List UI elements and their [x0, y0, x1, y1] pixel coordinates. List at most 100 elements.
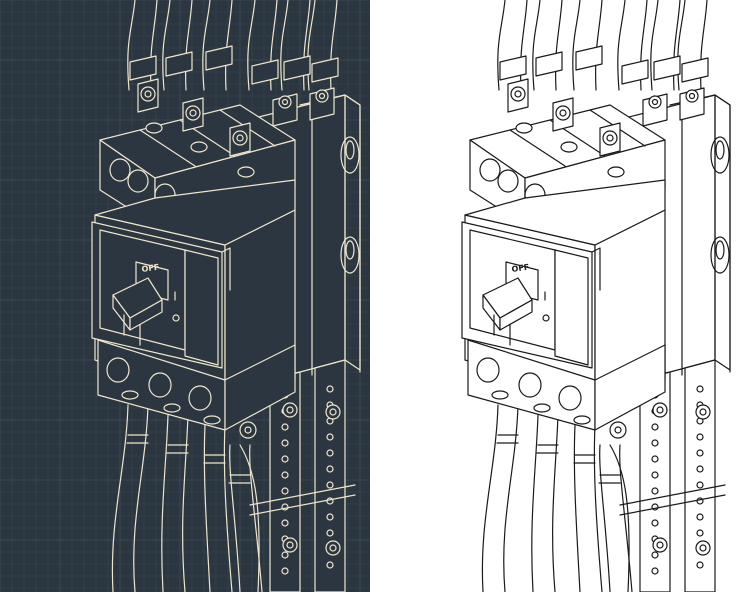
toggle-lever-front	[499, 299, 533, 331]
cable-collar-3	[251, 59, 279, 85]
top-cable-line-4b	[673, 0, 681, 91]
rail-hole	[651, 503, 659, 511]
terminal-bolt-core-1	[189, 109, 197, 117]
cover-clip	[221, 247, 231, 291]
cable-collar-3	[621, 59, 649, 85]
rear-bolt-0	[278, 95, 292, 109]
top-cable-line-0b	[520, 0, 528, 91]
rail-hole	[281, 503, 289, 511]
terminal-bolt-core-0	[144, 90, 152, 98]
rail-hole	[651, 471, 659, 479]
bottom-cable-sleeve-2	[573, 454, 596, 464]
terminal-washer-0	[515, 122, 533, 134]
bottom-bolt-core	[614, 426, 622, 434]
rail-screw-core-2	[699, 408, 707, 416]
blueprint-breaker: OFF	[91, 0, 361, 592]
cable-collar-5	[311, 57, 339, 83]
bottom-cable-line-2b	[223, 424, 233, 592]
terminal-hole-1	[497, 169, 519, 193]
bottom-cable-entry-0	[121, 390, 139, 400]
rear-breaker-hole-mid	[710, 236, 730, 274]
cover-clip	[591, 247, 601, 291]
rail-screw-core-1	[286, 541, 294, 549]
rail-screw-2	[695, 404, 711, 420]
top-cable-line-3	[247, 0, 256, 91]
top-cable-line-3	[617, 0, 626, 91]
terminal-bolt-2	[602, 130, 618, 146]
bottom-cable-line-0	[111, 404, 129, 592]
top-cable-line-4	[280, 0, 289, 91]
rail-hole	[326, 465, 334, 473]
top-cable-line-1b	[555, 0, 563, 91]
rear-bolt-core-1	[318, 92, 326, 100]
bottom-cable-line-2	[203, 424, 211, 592]
bottom-cable-sleeve-2	[203, 454, 226, 464]
rail-hole	[326, 433, 334, 441]
terminal-hole-0	[109, 158, 131, 182]
rear-breaker-hole-top-inner	[715, 140, 725, 160]
bottom-cable-entry-2	[203, 415, 221, 425]
off-label: OFF	[141, 263, 160, 274]
rail-hole	[281, 439, 289, 447]
bottom-cable-sleeve-1	[166, 444, 189, 454]
bottom-cable-extra	[239, 444, 260, 592]
din-rail-right	[684, 359, 716, 592]
cable-collar-2	[205, 45, 233, 71]
terminal-bolt-0	[140, 86, 156, 102]
rail-hole	[326, 529, 334, 537]
top-cable-line-4	[650, 0, 659, 91]
top-cable-line-1b	[185, 0, 193, 91]
terminal-bolt-1	[555, 105, 571, 121]
bottom-cable-entry-1	[533, 403, 551, 413]
terminal-bolt-0	[510, 86, 526, 102]
bottom-cable-line-0	[481, 404, 499, 592]
rail-hole	[326, 561, 334, 569]
rail-screw-core-3	[699, 544, 707, 552]
rail-hole	[281, 551, 289, 559]
rail-hole	[696, 433, 704, 441]
rail-screw-3	[325, 540, 341, 556]
rail-screw-3	[695, 540, 711, 556]
bottom-terminal-hole-2	[188, 385, 212, 411]
terminal-washer-1	[190, 141, 208, 153]
rail-hole	[281, 471, 289, 479]
rear-breaker-hole-top	[340, 136, 360, 174]
rail-hole	[651, 487, 659, 495]
terminal-washer-2	[237, 166, 255, 178]
bottom-cable-line-2b	[593, 424, 603, 592]
rail-hole	[326, 497, 334, 505]
bottom-cable-sleeve-0	[496, 434, 519, 444]
sketch-breaker-drawing: OFF	[461, 0, 731, 592]
rail-screw-core-2	[329, 408, 337, 416]
bottom-cable-entry-0	[491, 390, 509, 400]
bottom-cable-line-3b	[619, 444, 633, 592]
bottom-terminal-hole-1	[518, 372, 542, 398]
sketch-breaker: OFF	[461, 0, 731, 592]
bottom-bolt	[239, 421, 257, 439]
bottom-cable-sleeve-0	[126, 434, 149, 444]
rail-hole	[651, 519, 659, 527]
rail-screw-core-3	[329, 544, 337, 552]
top-cable-line-5	[307, 0, 316, 91]
bottom-cable-line-1	[161, 414, 169, 592]
top-cable-line-2	[572, 0, 581, 91]
rail-hole	[281, 423, 289, 431]
rail-hole	[651, 439, 659, 447]
rail-hole	[651, 455, 659, 463]
rail-hole	[696, 497, 704, 505]
bottom-cable-line-3	[599, 444, 611, 592]
bottom-cable-line-3	[229, 444, 241, 592]
rear-breaker-hole-mid-inner	[345, 240, 355, 260]
cable-collar-4	[283, 55, 311, 81]
rail-hole	[281, 487, 289, 495]
bottom-terminal-hole-2	[558, 385, 582, 411]
bottom-cable-sleeve-3	[598, 474, 621, 484]
rail-hole	[696, 561, 704, 569]
rail-hole	[281, 567, 289, 575]
rail-hole	[696, 481, 704, 489]
rail-hole	[696, 385, 704, 393]
rail-screw-core-0	[286, 406, 294, 414]
bottom-cable-entry-1	[163, 403, 181, 413]
rail-hole	[651, 551, 659, 559]
housing-top	[464, 179, 666, 246]
